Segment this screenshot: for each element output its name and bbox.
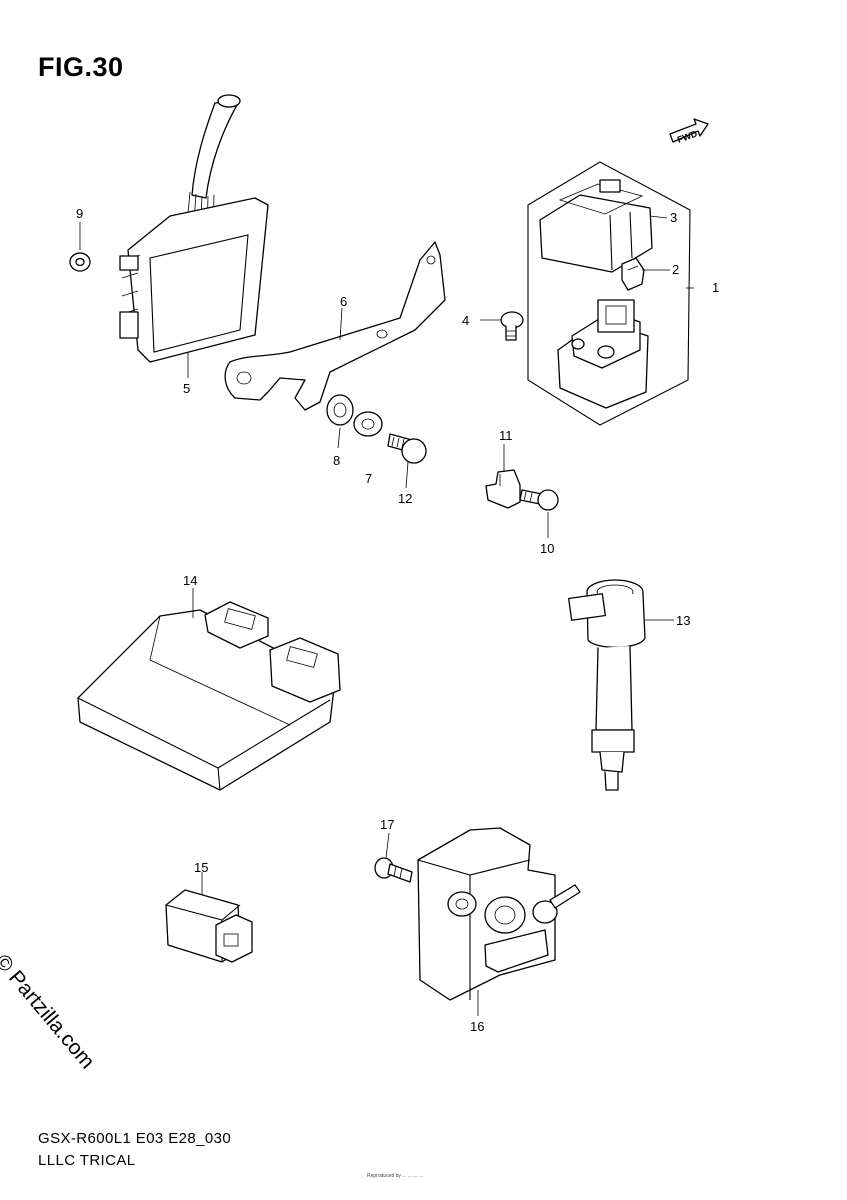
clamp[interactable] xyxy=(485,469,521,509)
callout-4: 4 xyxy=(462,313,469,328)
fwd-arrow-icon: FWD xyxy=(669,118,709,145)
model-code: GSX-R600L1 E03 E28_030 xyxy=(38,1130,232,1147)
callout-9: 9 xyxy=(76,206,83,221)
grommet[interactable] xyxy=(69,252,91,272)
regulator-rectifier[interactable] xyxy=(119,94,269,363)
cushion[interactable] xyxy=(326,394,354,426)
assembly-boundary xyxy=(527,161,691,426)
bolt-4[interactable] xyxy=(500,311,524,341)
fuse[interactable] xyxy=(621,257,645,291)
callout-15: 15 xyxy=(194,860,208,875)
callout-10: 10 xyxy=(540,541,554,556)
callout-3: 3 xyxy=(670,210,677,225)
callout-8: 8 xyxy=(333,453,340,468)
relay-cover[interactable] xyxy=(539,179,653,273)
callout-1: 1 xyxy=(712,280,719,295)
callout-5: 5 xyxy=(183,381,190,396)
callout-7: 7 xyxy=(365,471,372,486)
washer[interactable] xyxy=(353,411,383,437)
callouts: 1 2 3 4 5 6 7 8 9 10 11 12 13 14 15 16 1… xyxy=(76,206,719,1034)
bracket[interactable] xyxy=(224,241,446,411)
bolt-12[interactable] xyxy=(387,433,427,464)
callout-14: 14 xyxy=(183,573,197,588)
ecm-unit[interactable] xyxy=(77,601,341,791)
callout-16: 16 xyxy=(470,1019,484,1034)
callout-12: 12 xyxy=(398,491,412,506)
callout-13: 13 xyxy=(676,613,690,628)
section-title: LLLC TRICAL xyxy=(38,1152,136,1169)
fine-print: Reproduced by ... ... ... ... xyxy=(367,1173,424,1179)
callout-11: 11 xyxy=(499,428,513,443)
callout-6: 6 xyxy=(340,294,347,309)
screw-10[interactable] xyxy=(519,489,559,511)
leader-lines xyxy=(79,215,694,1016)
callout-17: 17 xyxy=(380,817,394,832)
actuator-16[interactable] xyxy=(417,827,581,1001)
starter-relay[interactable] xyxy=(557,299,649,409)
figure-title: FIG.30 xyxy=(38,52,124,82)
screw-17[interactable] xyxy=(374,857,413,883)
callout-2: 2 xyxy=(672,262,679,277)
ignition-coil[interactable] xyxy=(567,579,646,791)
connector-15[interactable] xyxy=(165,889,253,963)
